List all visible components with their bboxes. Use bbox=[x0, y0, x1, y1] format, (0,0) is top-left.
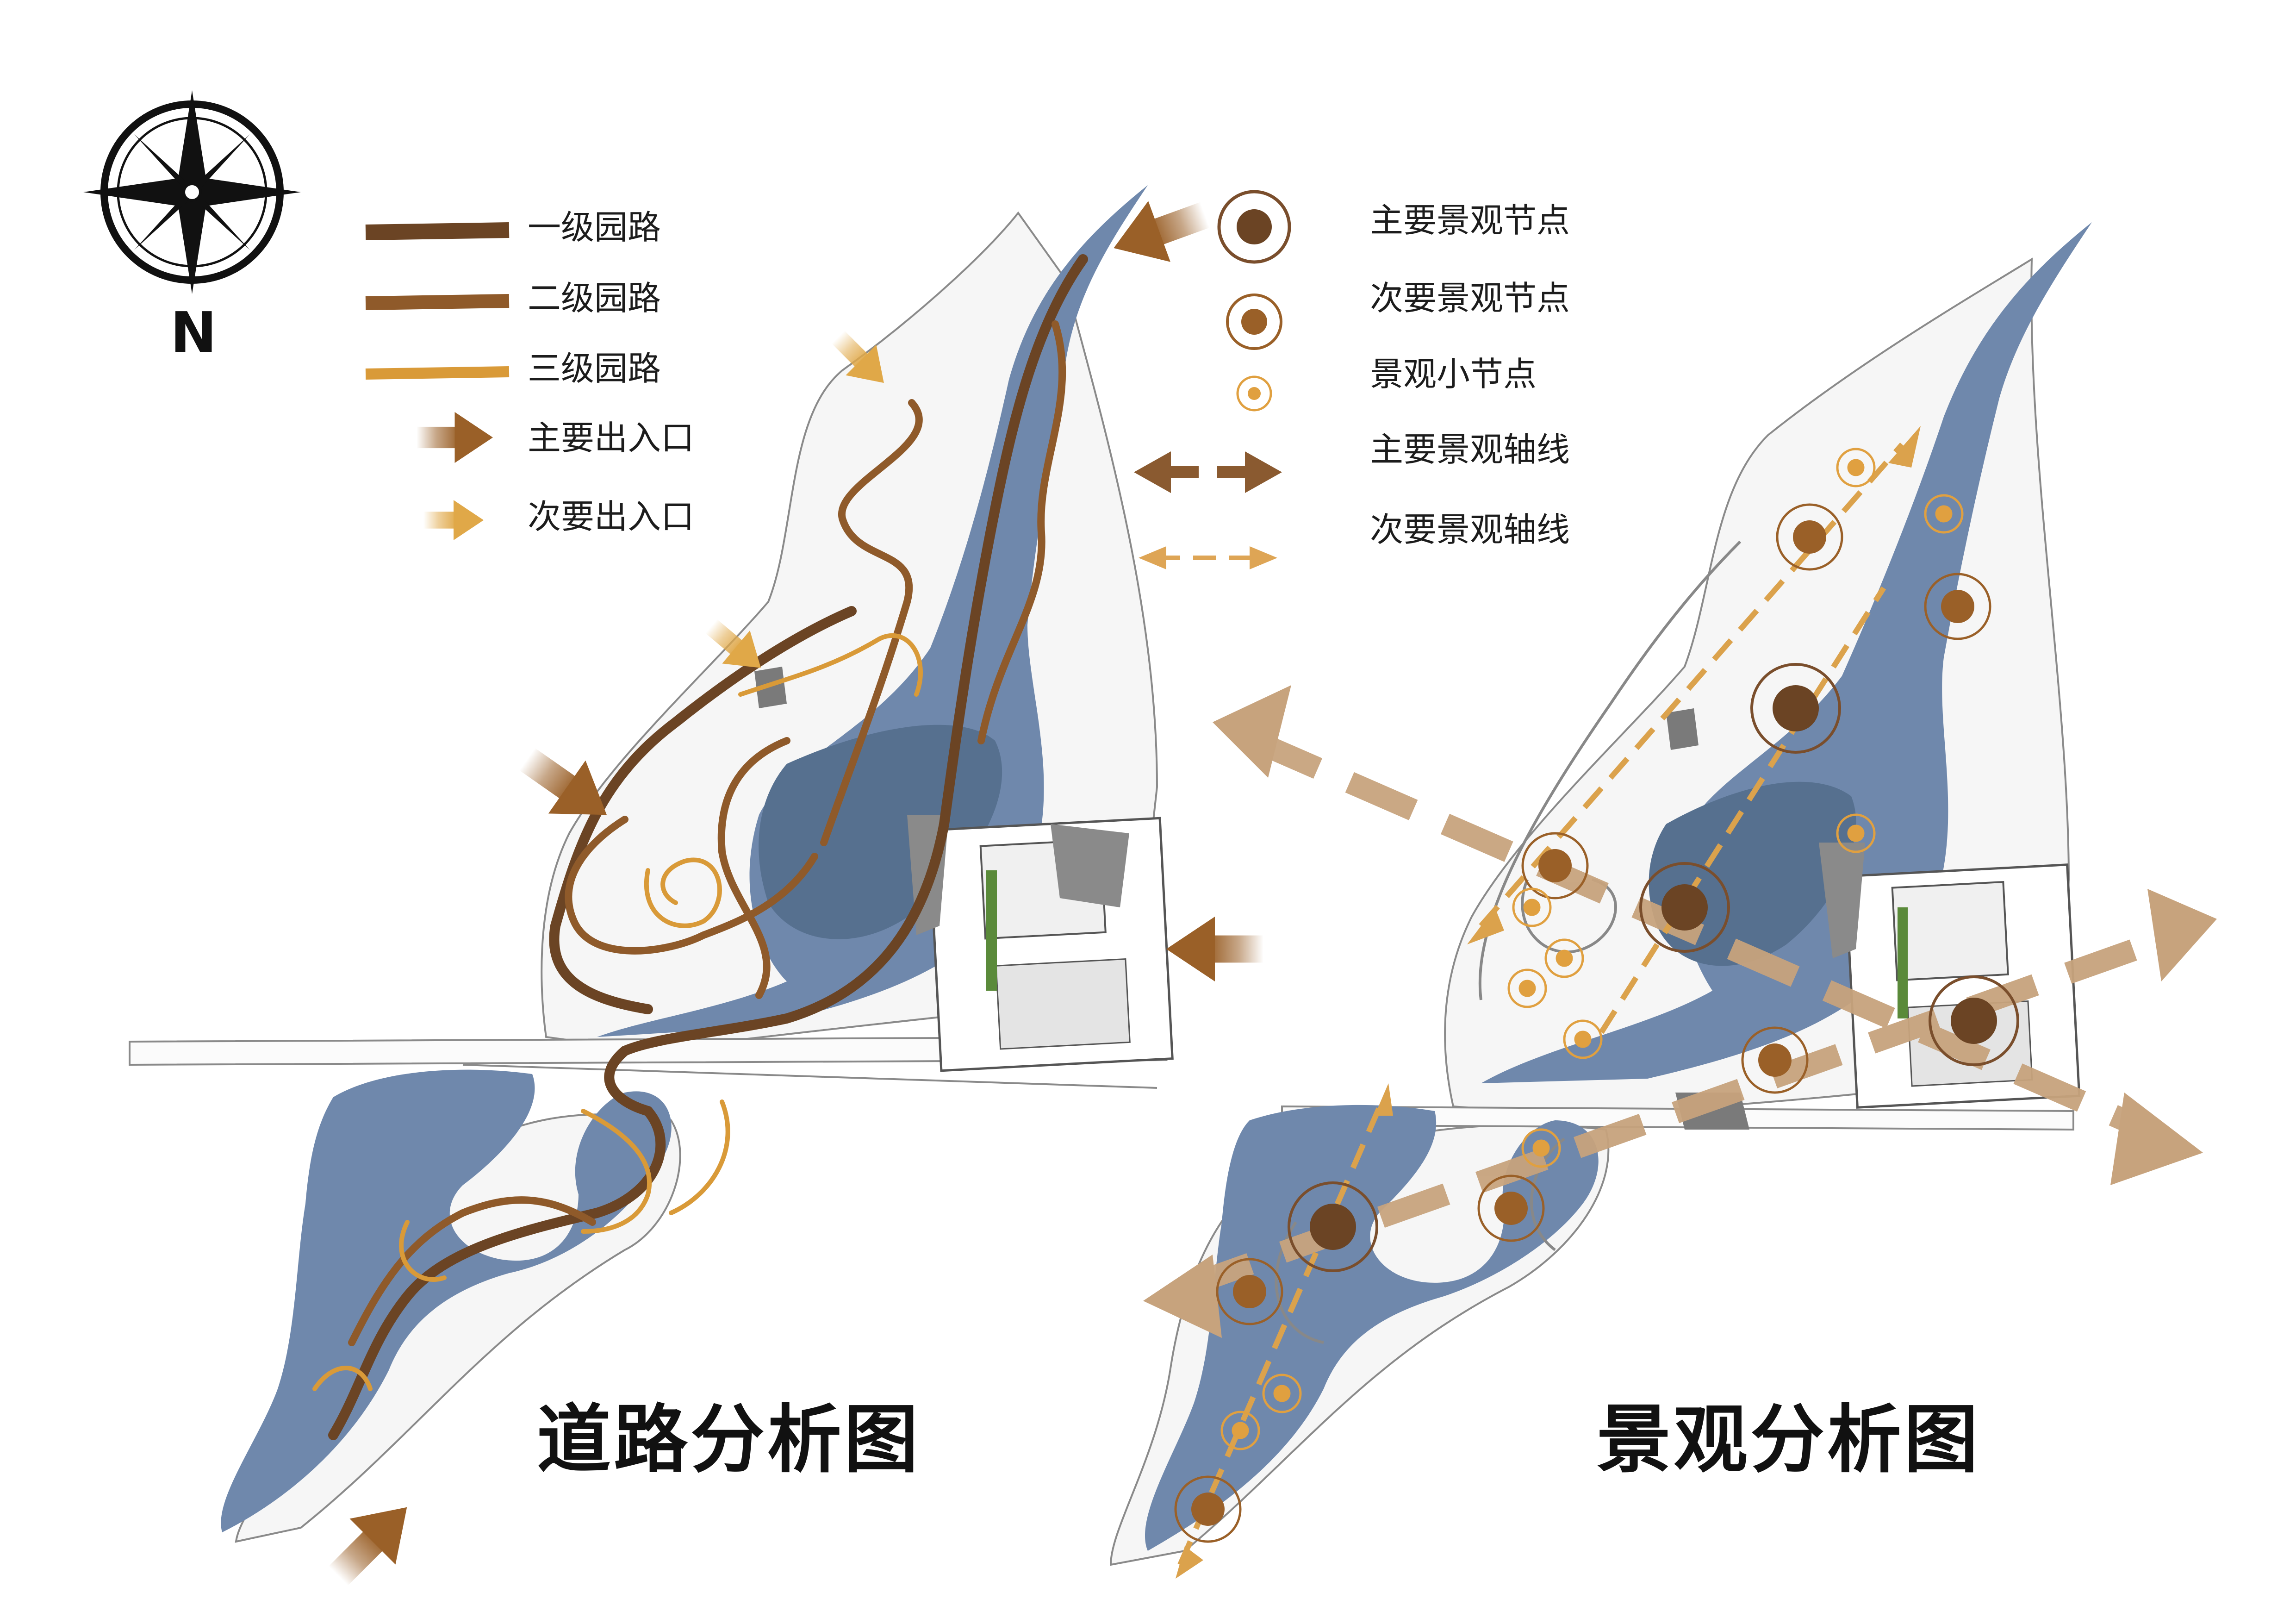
legend-secondary-node: 次要景观节点 bbox=[1370, 279, 1570, 318]
secondary-landscape-nodes bbox=[1174, 503, 1991, 1543]
road-analysis-map bbox=[129, 184, 1263, 1599]
legend-main-entrance: 主要出入口 bbox=[528, 418, 695, 457]
landscape-map-title: 景观分析图 bbox=[1597, 1396, 1981, 1483]
legend-secondary-axis: 次要景观轴线 bbox=[1370, 510, 1570, 549]
legend-secondary-road: 二级园路 bbox=[528, 279, 661, 318]
legend-primary-road: 一级园路 bbox=[528, 208, 661, 247]
legend-small-node: 景观小节点 bbox=[1370, 355, 1537, 394]
landscape-analysis-map bbox=[1109, 222, 2217, 1579]
road-map-title: 道路分析图 bbox=[537, 1396, 921, 1483]
compass-icon bbox=[83, 90, 301, 294]
road-legend-swatches bbox=[365, 222, 510, 540]
landscape-legend-swatches bbox=[1134, 190, 1291, 569]
legend-tertiary-road: 三级园路 bbox=[528, 349, 661, 388]
north-label: N bbox=[170, 301, 217, 365]
legend-primary-node: 主要景观节点 bbox=[1370, 201, 1570, 240]
legend-secondary-entrance: 次要出入口 bbox=[528, 497, 695, 536]
small-landscape-nodes bbox=[1220, 448, 1964, 1450]
primary-landscape-nodes bbox=[1288, 663, 2019, 1272]
legend-main-axis: 主要景观轴线 bbox=[1370, 430, 1570, 469]
